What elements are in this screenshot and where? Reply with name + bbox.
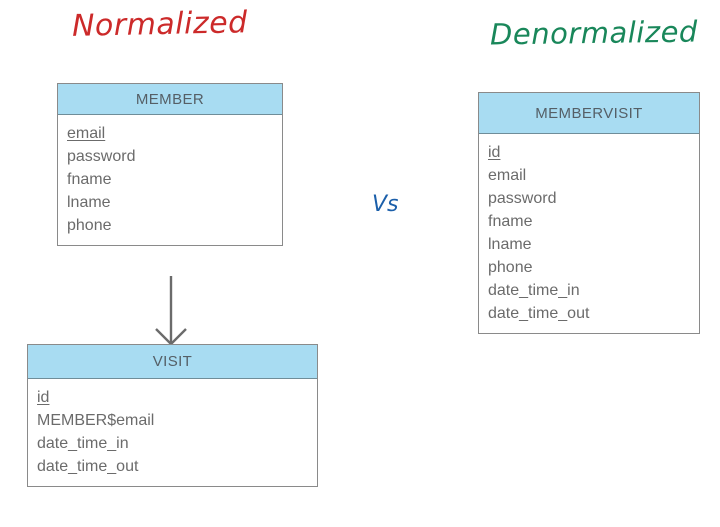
entity-visit: VISIT id MEMBER$email date_time_in date_… bbox=[27, 344, 318, 487]
entity-membervisit: MEMBERVISIT id email password fname lnam… bbox=[478, 92, 700, 334]
field-phone: phone bbox=[488, 259, 533, 276]
field-date-time-out: date_time_out bbox=[488, 305, 590, 322]
heading-denormalized: Denormalized bbox=[489, 14, 699, 52]
field-member-email: MEMBER$email bbox=[37, 412, 155, 429]
entity-membervisit-fields: id email password fname lname phone date… bbox=[479, 134, 699, 333]
field-date-time-out: date_time_out bbox=[37, 458, 139, 475]
field-lname: lname bbox=[67, 194, 111, 211]
entity-member: MEMBER email password fname lname phone bbox=[57, 83, 283, 246]
field-date-time-in: date_time_in bbox=[488, 282, 580, 299]
field-id: id bbox=[488, 144, 501, 161]
entity-member-fields: email password fname lname phone bbox=[58, 115, 282, 245]
relationship-member-visit-crows-foot bbox=[155, 276, 187, 345]
heading-normalized: Normalized bbox=[71, 5, 249, 44]
entity-member-title: MEMBER bbox=[58, 84, 282, 115]
field-email: email bbox=[67, 125, 106, 142]
field-id: id bbox=[37, 389, 50, 406]
entity-visit-title: VISIT bbox=[28, 345, 317, 379]
versus-label: Vs bbox=[372, 192, 399, 217]
field-password: password bbox=[488, 190, 557, 207]
entity-membervisit-title: MEMBERVISIT bbox=[479, 93, 699, 134]
field-email: email bbox=[488, 167, 527, 184]
field-fname: fname bbox=[67, 171, 112, 188]
field-date-time-in: date_time_in bbox=[37, 435, 129, 452]
field-password: password bbox=[67, 148, 136, 165]
field-lname: lname bbox=[488, 236, 532, 253]
field-fname: fname bbox=[488, 213, 533, 230]
entity-visit-fields: id MEMBER$email date_time_in date_time_o… bbox=[28, 379, 317, 486]
field-phone: phone bbox=[67, 217, 112, 234]
